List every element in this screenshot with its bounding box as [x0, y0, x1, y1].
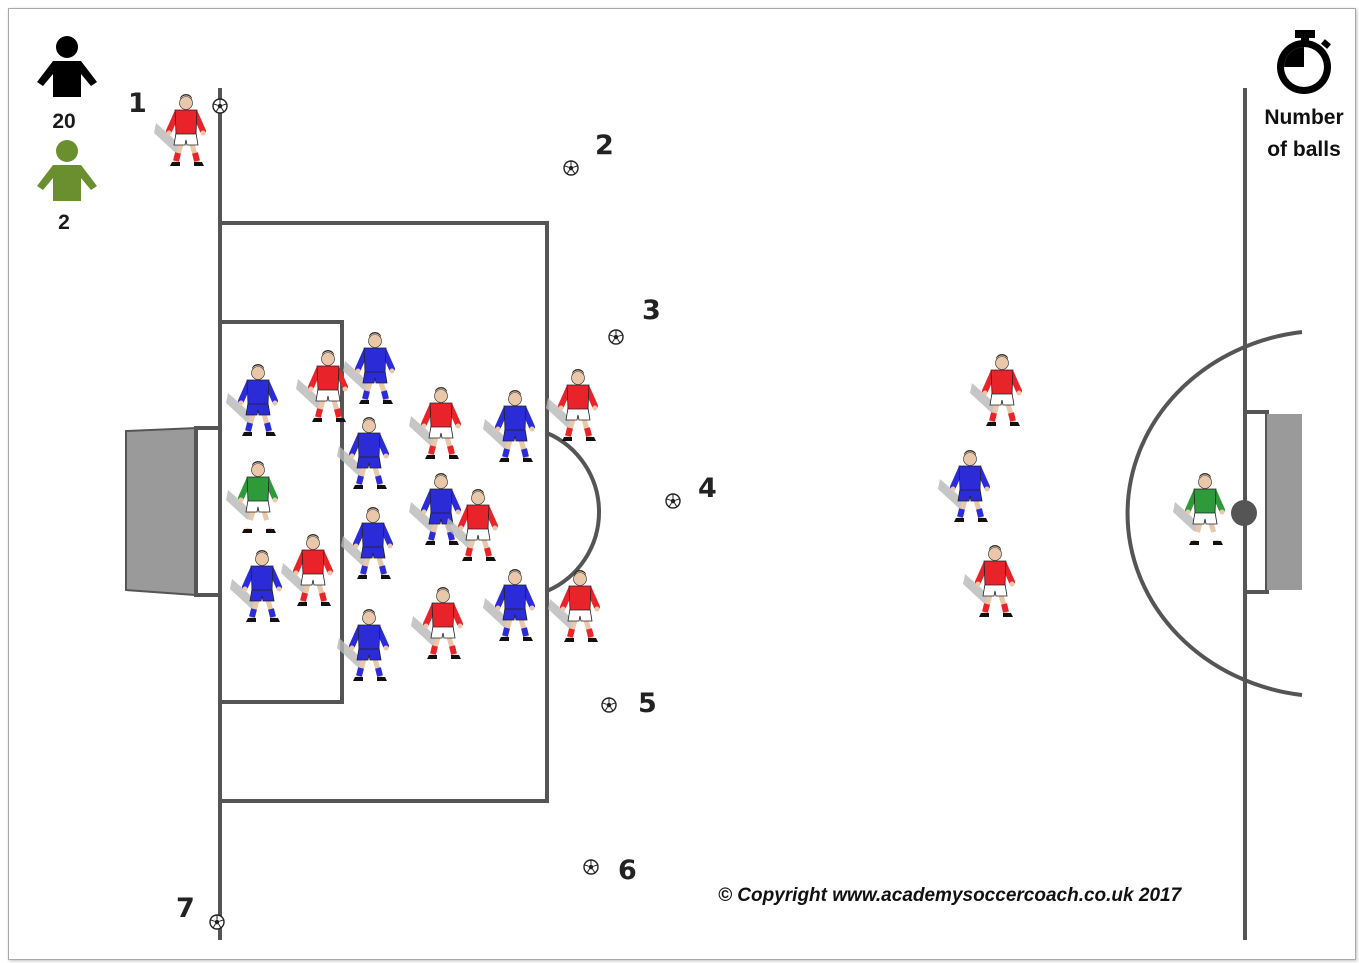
ball-icon [601, 697, 617, 713]
outfield-player-count: 20 [52, 110, 76, 133]
ball-icon [563, 160, 579, 176]
blue-player [341, 507, 393, 579]
blue-player [226, 364, 278, 436]
ball-number-5: 5 [638, 688, 657, 719]
ball-number-7: 7 [176, 893, 195, 924]
ball-number-4: 4 [698, 473, 717, 504]
blue-player [343, 332, 395, 404]
ball-number-2: 2 [595, 130, 614, 161]
centre-circle [1125, 330, 1303, 697]
goalkeeper-player [226, 461, 278, 533]
diagram-frame [8, 8, 1356, 960]
red-player [963, 545, 1015, 617]
goalkeeper-count: 2 [58, 211, 70, 234]
person-icon [37, 36, 97, 97]
ball-number-6: 6 [618, 855, 637, 886]
ball-icon [209, 914, 225, 930]
number-of-balls-label: Number of balls [1252, 102, 1356, 166]
ball-icon [665, 493, 681, 509]
players-layer [154, 94, 1225, 681]
ball-icon [583, 859, 599, 875]
goalkeeper-person-icon [37, 140, 97, 201]
right-goal [1231, 410, 1302, 594]
red-player [970, 354, 1022, 426]
label-line-1: Number [1264, 106, 1344, 129]
ball-icon [212, 98, 228, 114]
red-player [281, 534, 333, 606]
goalkeeper-player [1173, 473, 1225, 545]
red-player [546, 369, 598, 441]
blue-player [483, 569, 535, 641]
penalty-arc [546, 431, 602, 593]
blue-player [938, 450, 990, 522]
blue-player [230, 550, 282, 622]
stopwatch-icon [1277, 30, 1331, 94]
red-player [548, 570, 600, 642]
red-player [446, 489, 498, 561]
blue-player [337, 609, 389, 681]
copyright-notice: © Copyright www.academysoccercoach.co.uk… [718, 885, 1182, 906]
ball-number-3: 3 [642, 295, 661, 326]
label-line-2: of balls [1267, 138, 1341, 161]
blue-player [483, 390, 535, 462]
red-player [411, 587, 463, 659]
red-player [154, 94, 206, 166]
field-lines [218, 88, 1303, 940]
red-player [296, 350, 348, 422]
red-player [409, 387, 461, 459]
ball-icon [608, 329, 624, 345]
left-goal [125, 426, 222, 597]
ball-number-1: 1 [128, 88, 147, 119]
blue-player [337, 417, 389, 489]
